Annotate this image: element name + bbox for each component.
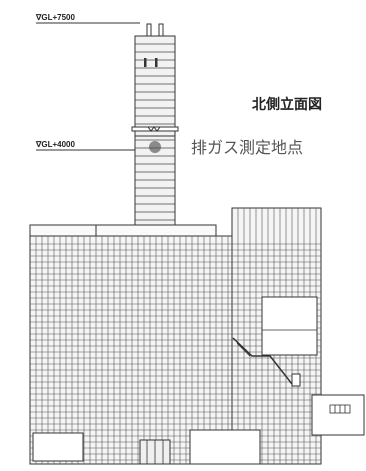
drawing-title: 北側立面図 bbox=[252, 96, 322, 113]
side-annex bbox=[261, 296, 318, 356]
ground-door-left bbox=[32, 432, 84, 462]
right-annex bbox=[311, 394, 365, 436]
chimney-slot-left bbox=[144, 58, 147, 67]
measurement-point-marker bbox=[149, 141, 161, 153]
level-label-mid: ∇GL+4000 bbox=[35, 140, 75, 149]
chimney-vent-right bbox=[158, 23, 164, 37]
level-label-top: ∇GL+7500 bbox=[35, 13, 75, 22]
chimney-upper bbox=[134, 35, 176, 137]
chimney-vent-left bbox=[146, 23, 152, 37]
level-annotations: ∇GL+7500 ∇GL+4000 bbox=[35, 13, 140, 151]
measurement-point-label: 排ガス測定地点 bbox=[191, 138, 303, 157]
chimney bbox=[131, 23, 179, 237]
exterior-staircase bbox=[232, 337, 293, 385]
chimney-break-mark bbox=[147, 126, 161, 132]
ground-door-right bbox=[189, 429, 261, 465]
chimney-slot-right bbox=[155, 58, 158, 67]
stair-landing bbox=[291, 373, 301, 387]
stair-rail bbox=[236, 342, 251, 357]
side-structures bbox=[32, 296, 365, 465]
